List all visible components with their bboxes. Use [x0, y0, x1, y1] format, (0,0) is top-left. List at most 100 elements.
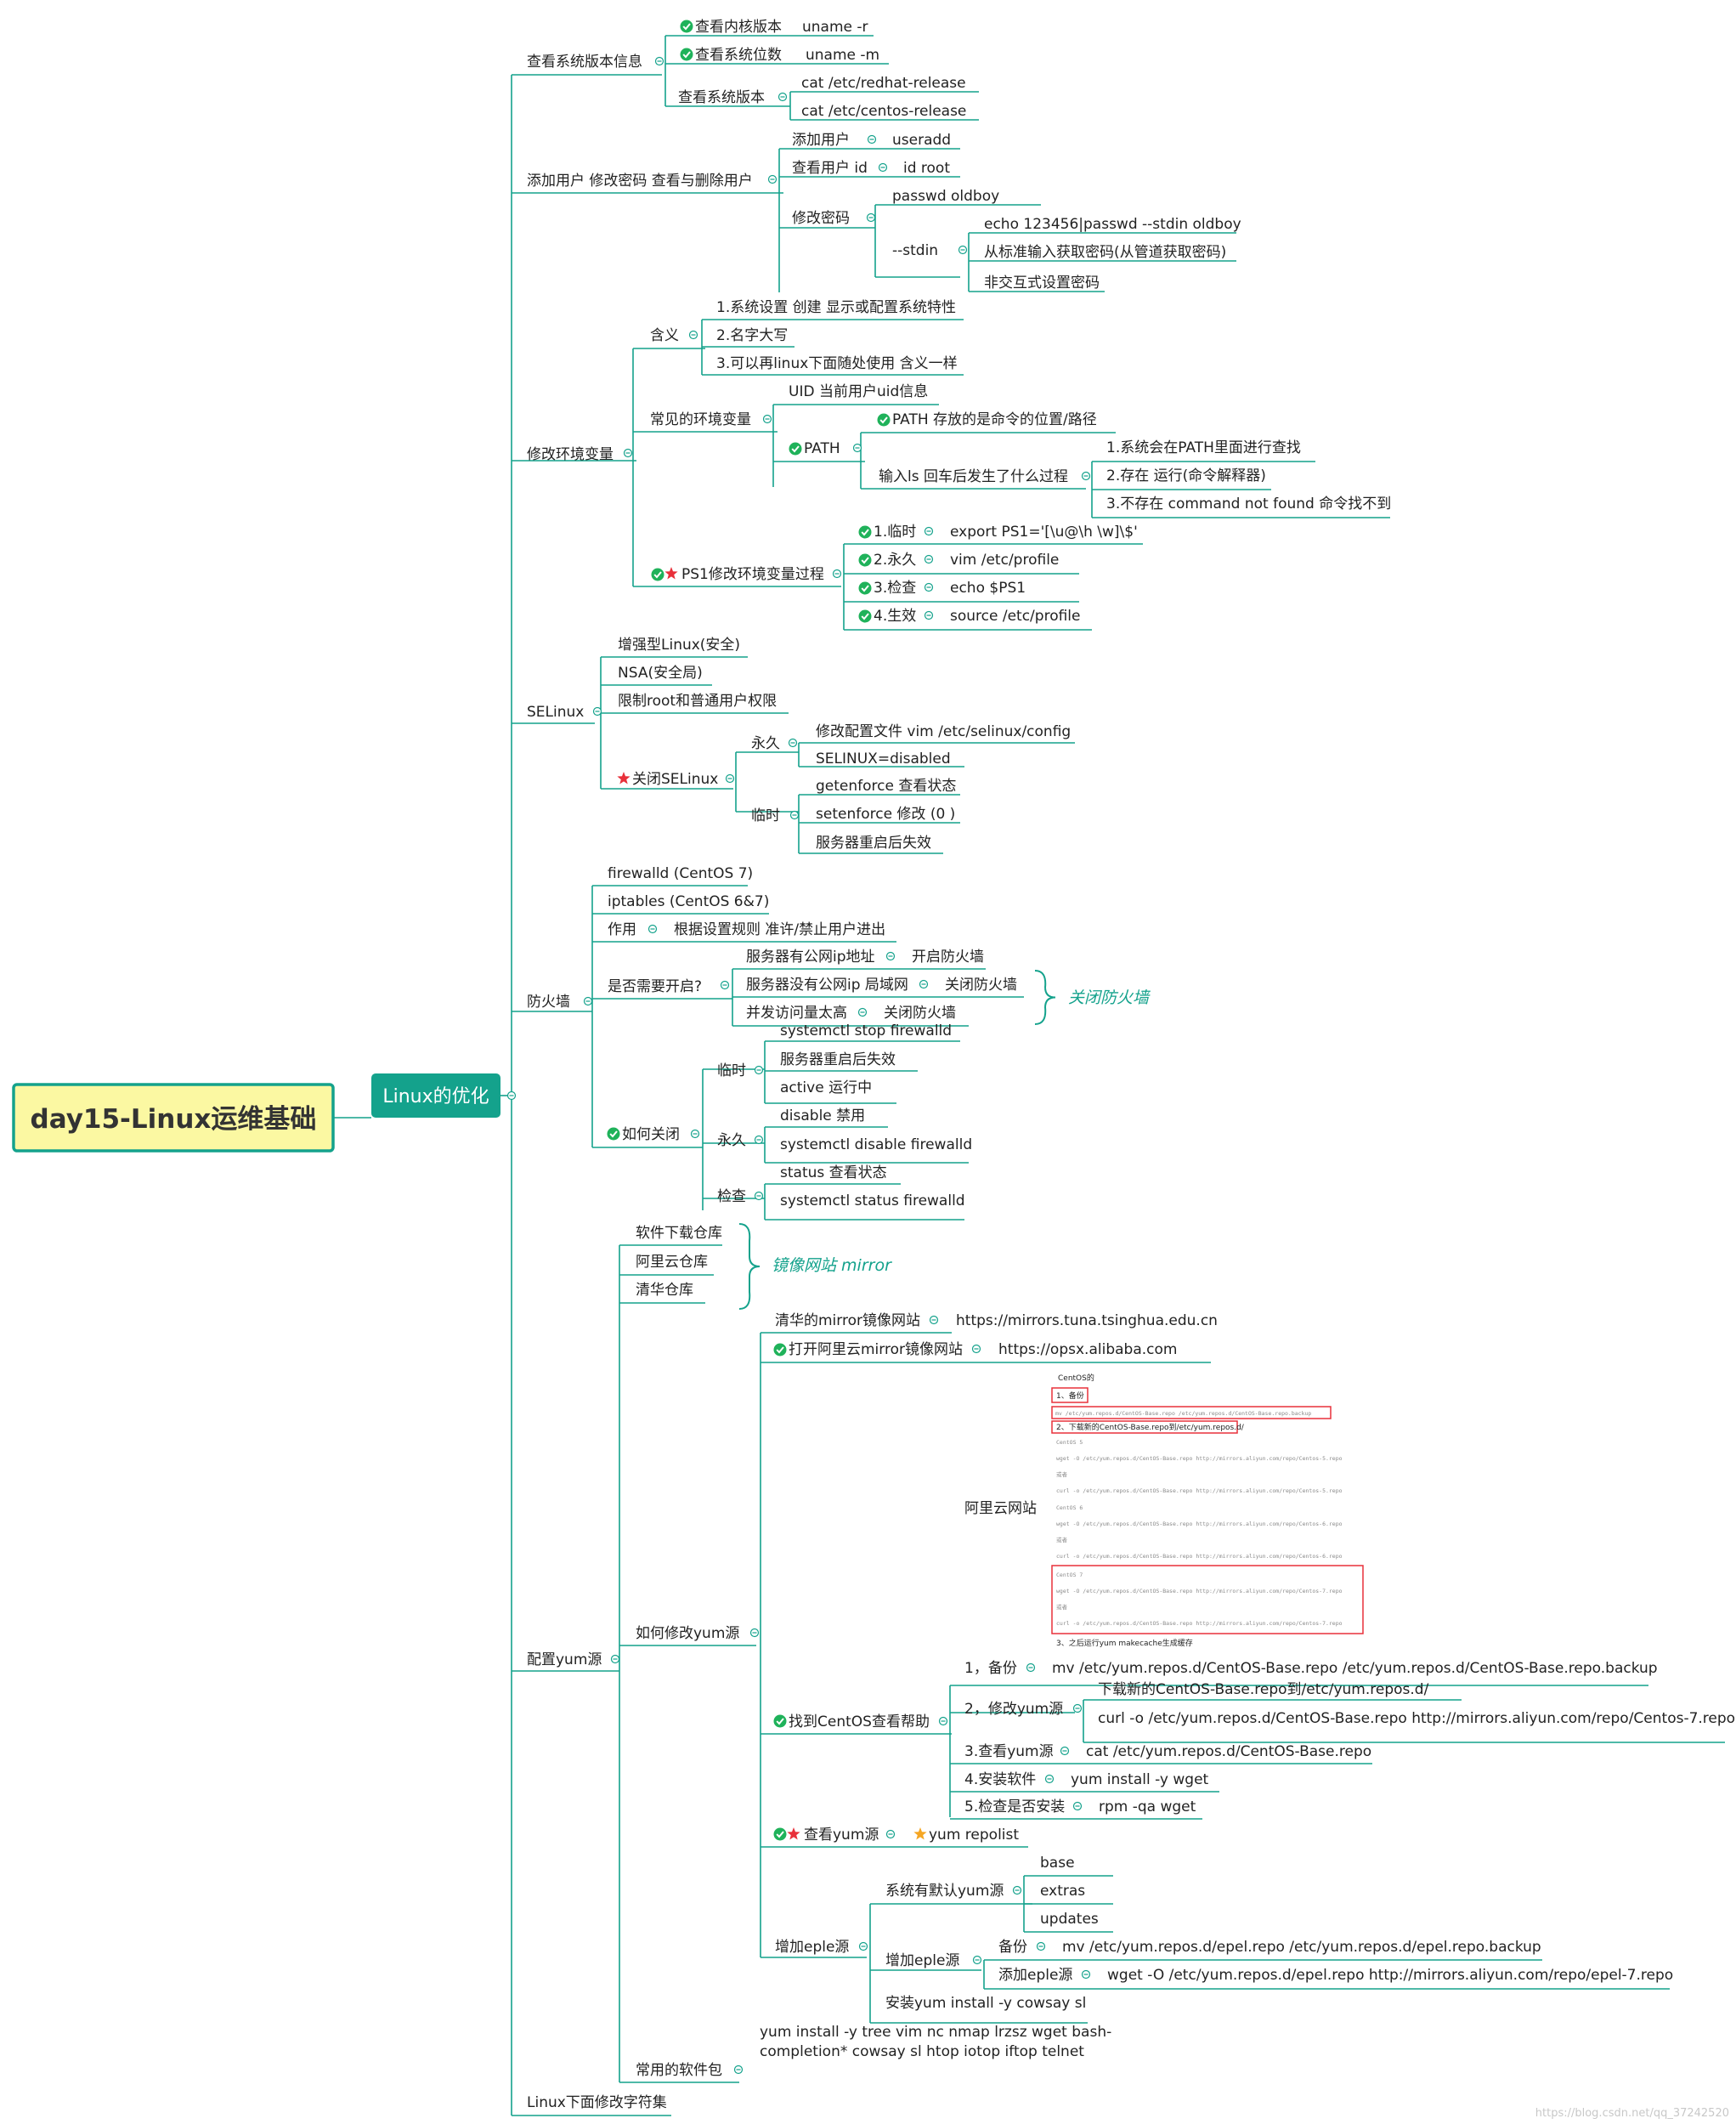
node-n6_4d1v: mv /etc/yum.repos.d/CentOS-Base.repo /et…	[1052, 1660, 1658, 1677]
star-icon	[787, 1827, 800, 1840]
brace-label-firewall: 关闭防火墙	[1068, 988, 1151, 1007]
collapse-toggle[interactable]	[1072, 1703, 1083, 1713]
help-line: CentOS 6	[1056, 1504, 1083, 1511]
node-n6_4bv: https://opsx.alibaba.com	[998, 1341, 1177, 1358]
node-n5_5b2: systemctl disable firewalld	[780, 1136, 972, 1153]
collapse-toggle[interactable]	[1072, 1801, 1083, 1811]
collapse-toggle[interactable]	[866, 212, 876, 223]
watermark: https://blog.csdn.net/qq_37242520	[1535, 2107, 1729, 2120]
node-n4: SELinux	[527, 704, 584, 721]
collapse-toggle[interactable]	[754, 1135, 764, 1145]
node-n6_4f2a: 备份	[998, 1939, 1027, 1956]
collapse-toggle[interactable]	[767, 174, 778, 184]
collapse-toggle[interactable]	[857, 1007, 868, 1017]
check-icon	[858, 553, 872, 567]
node-n3_2: 常见的环境变量	[650, 411, 751, 428]
node-n6_4ev: yum repolist	[929, 1827, 1019, 1844]
collapse-toggle[interactable]	[754, 1191, 764, 1201]
collapse-toggle[interactable]	[654, 56, 664, 66]
brace-label-mirror: 镜像网站 mirror	[772, 1256, 892, 1275]
collapse-toggle[interactable]	[878, 162, 888, 173]
collapse-toggle[interactable]	[647, 924, 658, 934]
node-n2_3b: --stdin	[892, 242, 938, 259]
collapse-toggle[interactable]	[929, 1315, 939, 1325]
node-n1_1: 查看内核版本	[695, 19, 782, 36]
node-n4_1: 增强型Linux(安全)	[618, 637, 740, 654]
center-node[interactable]	[371, 1073, 500, 1118]
node-n6_4d3v: cat /etc/yum.repos.d/CentOS-Base.repo	[1086, 1743, 1371, 1760]
collapse-toggle[interactable]	[919, 979, 929, 989]
node-n2: 添加用户 修改密码 查看与删除用户	[527, 173, 753, 190]
node-n6_4: 如何修改yum源	[636, 1625, 739, 1642]
node-n6: 配置yum源	[527, 1651, 602, 1668]
collapse-toggle[interactable]	[778, 92, 788, 102]
node-n6_4e: 查看yum源	[804, 1827, 879, 1844]
collapse-toggle[interactable]	[924, 554, 934, 564]
collapse-toggle[interactable]	[924, 526, 934, 536]
collapse-toggle[interactable]	[754, 1065, 764, 1075]
collapse-toggle[interactable]	[972, 1955, 982, 1965]
check-icon	[858, 581, 872, 595]
collapse-toggle[interactable]	[832, 569, 842, 579]
collapse-toggle[interactable]	[958, 245, 968, 255]
node-aliyun-site: 阿里云网站	[964, 1500, 1037, 1517]
connector-lines	[333, 35, 1725, 2116]
node-n4_4a1: 修改配置文件 vim /etc/selinux/config	[816, 723, 1071, 740]
node-n3_3b: 2.永久	[874, 552, 916, 569]
collapse-toggle[interactable]	[1060, 1746, 1070, 1756]
node-n3_2a: UID 当前用户uid信息	[789, 383, 928, 400]
collapse-toggle[interactable]	[1036, 1941, 1046, 1951]
node-n3_3: PS1修改环境变量过程	[681, 566, 824, 583]
node-n1_1v: uname -r	[802, 19, 868, 36]
collapse-toggle[interactable]	[1012, 1885, 1022, 1895]
collapse-toggle[interactable]	[852, 443, 862, 453]
collapse-toggle[interactable]	[971, 1344, 981, 1354]
collapse-toggle[interactable]	[688, 330, 698, 340]
node-n1_3: 查看系统版本	[678, 89, 765, 106]
node-n3_2b1: PATH 存放的是命令的位置/路径	[892, 411, 1097, 428]
node-n5_1: firewalld (CentOS 7)	[608, 865, 753, 882]
collapse-toggle[interactable]	[885, 951, 896, 961]
collapse-toggle[interactable]	[720, 980, 730, 990]
collapse-toggle[interactable]	[583, 996, 593, 1006]
node-n4_4b3: 服务器重启后失效	[816, 835, 931, 852]
collapse-toggle[interactable]	[924, 582, 934, 592]
node-n5_3: 作用	[608, 921, 636, 938]
help-line: 或者	[1056, 1470, 1068, 1478]
help-line: mv /etc/yum.repos.d/CentOS-Base.repo /et…	[1055, 1410, 1311, 1417]
check-icon	[858, 609, 872, 623]
collapse-toggle[interactable]	[762, 414, 772, 424]
node-n3_3d: 4.生效	[874, 608, 916, 625]
collapse-toggle[interactable]	[592, 706, 602, 716]
brace-firewall	[1034, 970, 1056, 1025]
node-n3_2b2a: 1.系统会在PATH里面进行查找	[1106, 439, 1301, 456]
collapse-toggle[interactable]	[733, 2065, 744, 2075]
collapse-toggle[interactable]	[1081, 471, 1091, 481]
collapse-toggle[interactable]	[610, 1654, 620, 1664]
node-n4_4b2: setenforce 修改 (0 )	[816, 806, 955, 823]
check-icon	[773, 1827, 787, 1841]
root-node[interactable]	[12, 1083, 335, 1153]
node-n6_4d2: 2，修改yum源	[964, 1701, 1063, 1718]
collapse-toggle[interactable]	[725, 773, 735, 784]
help-line: curl -o /etc/yum.repos.d/CentOS-Base.rep…	[1056, 1487, 1343, 1494]
collapse-toggle[interactable]	[1081, 1969, 1091, 1980]
collapse-toggle[interactable]	[924, 610, 934, 620]
collapse-toggle[interactable]	[506, 1090, 517, 1101]
collapse-toggle[interactable]	[1044, 1774, 1055, 1784]
collapse-toggle[interactable]	[1026, 1662, 1036, 1673]
collapse-toggle[interactable]	[938, 1716, 948, 1726]
collapse-toggle[interactable]	[867, 134, 877, 144]
collapse-toggle[interactable]	[885, 1829, 896, 1839]
collapse-toggle[interactable]	[749, 1628, 760, 1638]
collapse-toggle[interactable]	[858, 1941, 868, 1951]
check-icon	[607, 1127, 620, 1141]
help-line: 3、之后运行yum makecache生成缓存	[1056, 1638, 1193, 1648]
node-n3_1a: 1.系统设置 创建 显示或配置系统特性	[716, 299, 956, 316]
collapse-toggle[interactable]	[690, 1129, 700, 1139]
collapse-toggle[interactable]	[623, 448, 633, 458]
collapse-toggle[interactable]	[788, 738, 798, 748]
node-n6_4d2a: 下载新的CentOS-Base.repo到/etc/yum.repos.d/	[1098, 1681, 1429, 1698]
node-n2_3: 修改密码	[792, 210, 850, 227]
collapse-toggle[interactable]	[789, 810, 800, 820]
